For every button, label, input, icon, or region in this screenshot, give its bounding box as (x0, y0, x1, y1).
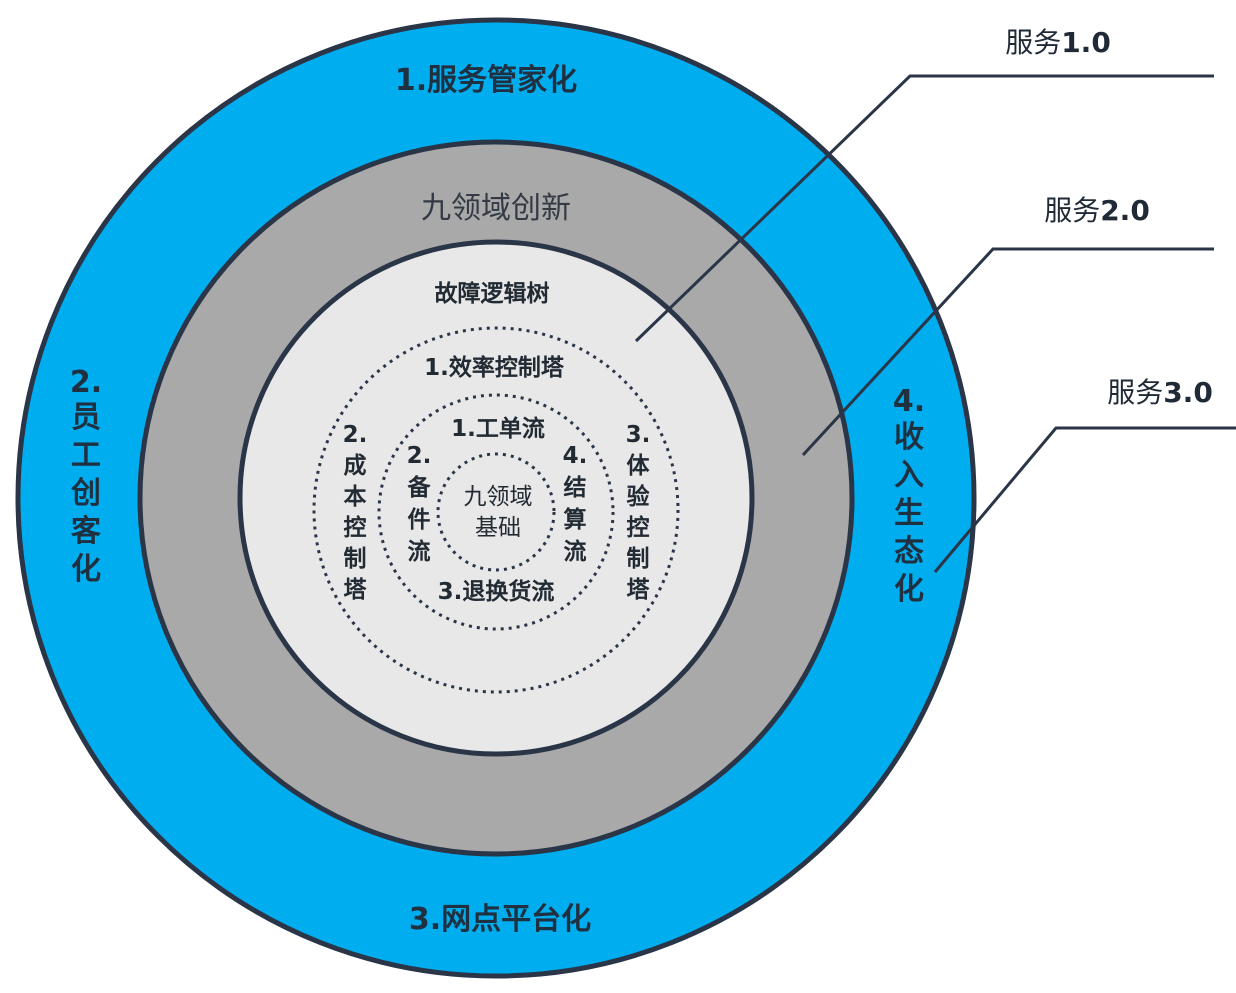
callout-line-3 (933, 426, 1236, 573)
callout-label-3: 服务3.0 (1107, 376, 1213, 409)
outer-left-char: 创 (70, 476, 101, 511)
outer-top-label: 1.服务管家化 (395, 63, 577, 98)
dotted-ring-core (436, 452, 556, 572)
dotted2-right-char: 结 (564, 475, 587, 501)
dotted-ring-middle (377, 393, 615, 631)
outer-right-char: 态 (894, 534, 924, 569)
gray-ring-title: 九领域创新 (421, 191, 571, 226)
dotted1-left-char: 成 (344, 453, 367, 479)
outer-right-label: 4. 收 入 生 态 化 (893, 384, 925, 607)
dotted2-top-label: 1.工单流 (451, 415, 545, 442)
outer-left-char: 工 (71, 438, 101, 473)
light-disc-title: 故障逻辑树 (435, 280, 550, 307)
dotted1-right-char: 体 (627, 453, 651, 479)
dotted1-left-label: 2. 成 本 控 制 塔 (343, 422, 368, 603)
outer-left-char: 员 (71, 400, 101, 435)
callout-label-2: 服务2.0 (1044, 194, 1150, 227)
dotted2-left-char: 流 (408, 538, 431, 565)
core-label-line2: 基础 (475, 515, 521, 541)
callout-label-2-num: 2.0 (1100, 194, 1150, 227)
dotted2-right-char: 算 (564, 506, 587, 533)
outer-bottom-label: 3.网点平台化 (409, 902, 591, 937)
outer-right-char: 4. (893, 384, 925, 419)
callout-label-3-num: 3.0 (1163, 376, 1213, 409)
dotted1-right-char: 塔 (627, 577, 651, 603)
dotted2-left-char: 件 (408, 507, 431, 533)
outer-left-char: 化 (71, 552, 101, 587)
outer-left-label: 2. 员 工 创 客 化 (70, 365, 102, 587)
core-label-line1: 九领域 (464, 484, 533, 510)
callout-label-3-pre: 服务 (1107, 376, 1163, 409)
outer-right-char: 生 (894, 496, 924, 531)
outer-right-char: 收 (894, 420, 924, 455)
dotted2-bottom-label: 3.退换货流 (438, 578, 555, 605)
dotted1-left-char: 控 (344, 514, 367, 541)
outer-left-char: 2. (70, 365, 102, 400)
dotted1-left-char: 本 (344, 484, 367, 510)
dotted1-right-char: 验 (627, 483, 650, 510)
callout-label-1-num: 1.0 (1061, 26, 1111, 59)
dotted2-right-label: 4. 结 算 流 (563, 443, 588, 565)
dotted2-left-char: 2. (407, 443, 432, 469)
callout-line-1 (634, 74, 1214, 343)
dotted2-left-char: 备 (407, 474, 432, 501)
callout-label-1-pre: 服务 (1005, 26, 1061, 59)
dotted1-right-char: 控 (627, 514, 650, 541)
dotted2-left-label: 2. 备 件 流 (407, 443, 432, 565)
outer-right-char: 入 (894, 458, 924, 493)
dotted2-right-char: 流 (564, 538, 587, 565)
outer-left-char: 客 (71, 514, 101, 549)
dotted1-left-char: 制 (344, 546, 367, 572)
dotted1-left-char: 塔 (344, 577, 368, 603)
dotted1-right-char: 制 (627, 546, 650, 572)
dotted1-right-char: 3. (626, 422, 651, 448)
dotted2-right-char: 4. (563, 443, 588, 469)
dotted1-top-label: 1.效率控制塔 (424, 354, 565, 381)
callout-label-2-pre: 服务 (1044, 194, 1100, 227)
dotted1-right-label: 3. 体 验 控 制 塔 (626, 422, 651, 603)
callout-line-2 (801, 247, 1214, 457)
callout-label-1: 服务1.0 (1005, 26, 1111, 59)
light-disc (237, 239, 755, 757)
dotted-ring-outer (312, 326, 680, 694)
dotted1-left-char: 2. (343, 422, 368, 448)
outer-right-char: 化 (894, 572, 924, 607)
